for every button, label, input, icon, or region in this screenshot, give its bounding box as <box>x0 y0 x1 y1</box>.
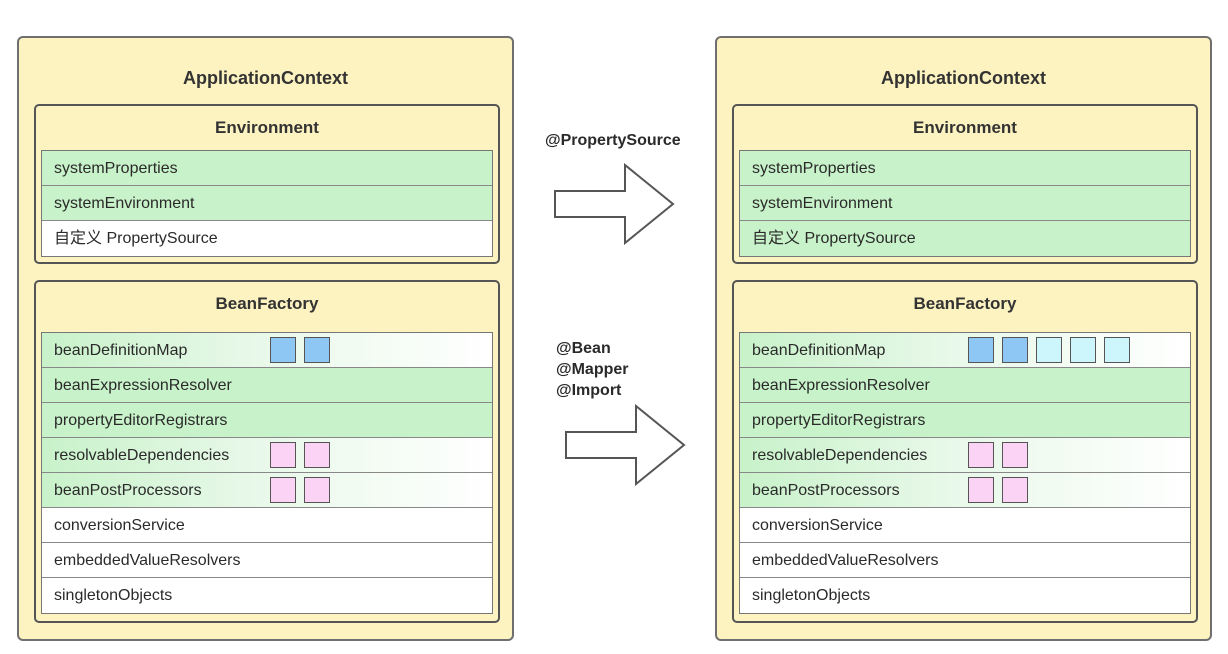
beanfactory-row: beanPostProcessors <box>740 473 1190 508</box>
row-label: systemProperties <box>752 160 876 177</box>
right-application-context: ApplicationContext Environment systemPro… <box>715 36 1212 641</box>
cyan-bean-square <box>1036 337 1062 363</box>
beanfactory-row: beanPostProcessors <box>42 473 492 508</box>
row-label: 自定义 PropertySource <box>54 230 218 247</box>
blue-bean-square <box>968 337 994 363</box>
row-label: systemProperties <box>54 160 178 177</box>
pink-bean-square <box>1002 477 1028 503</box>
row-label: 自定义 PropertySource <box>752 230 916 247</box>
row-label: propertyEditorRegistrars <box>54 412 228 429</box>
beanfactory-title: BeanFactory <box>215 294 319 313</box>
context-title: ApplicationContext <box>183 68 348 88</box>
environment-box: Environment systemProperties systemEnvir… <box>34 104 500 264</box>
annotations-label: @Bean @Mapper @Import <box>556 338 629 401</box>
row-label: resolvableDependencies <box>54 447 230 464</box>
pink-bean-square <box>270 442 296 468</box>
environment-rows: systemProperties systemEnvironment 自定义 P… <box>739 150 1191 257</box>
cyan-bean-square <box>1070 337 1096 363</box>
row-label: beanExpressionResolver <box>54 377 232 394</box>
row-label: beanPostProcessors <box>54 482 202 499</box>
property-source-label: @PropertySource <box>545 132 681 149</box>
pink-bean-square <box>304 477 330 503</box>
import-annotation-label: @Import <box>556 382 622 399</box>
beanfactory-rows: beanDefinitionMap beanExpressionResolver… <box>739 332 1191 614</box>
pink-bean-square <box>270 477 296 503</box>
environment-title: Environment <box>215 118 319 137</box>
context-title: ApplicationContext <box>881 68 1046 88</box>
right-arrow-icon <box>554 163 675 245</box>
row-label: beanPostProcessors <box>752 482 900 499</box>
beanfactory-box: BeanFactory beanDefinitionMap beanExpres… <box>34 280 500 623</box>
chip-group <box>270 442 338 468</box>
beanfactory-row: propertyEditorRegistrars <box>42 403 492 438</box>
beanfactory-row: conversionService <box>740 508 1190 543</box>
row-label: beanDefinitionMap <box>752 342 886 359</box>
environment-row: systemProperties <box>740 151 1190 186</box>
beanfactory-row: resolvableDependencies <box>740 438 1190 473</box>
row-label: conversionService <box>54 517 185 534</box>
environment-row: systemEnvironment <box>740 186 1190 221</box>
beanfactory-row: conversionService <box>42 508 492 543</box>
row-label: conversionService <box>752 517 883 534</box>
beanfactory-row: embeddedValueResolvers <box>42 543 492 578</box>
environment-row: 自定义 PropertySource <box>740 221 1190 256</box>
beanfactory-row: embeddedValueResolvers <box>740 543 1190 578</box>
environment-box: Environment systemProperties systemEnvir… <box>732 104 1198 264</box>
beanfactory-box: BeanFactory beanDefinitionMap beanExpres… <box>732 280 1198 623</box>
environment-title: Environment <box>913 118 1017 137</box>
beanfactory-row: beanExpressionResolver <box>42 368 492 403</box>
pink-bean-square <box>968 477 994 503</box>
mapper-annotation-label: @Mapper <box>556 361 629 378</box>
beanfactory-row: beanExpressionResolver <box>740 368 1190 403</box>
right-arrow-icon <box>565 404 686 486</box>
left-application-context: ApplicationContext Environment systemPro… <box>17 36 514 641</box>
environment-row: systemProperties <box>42 151 492 186</box>
beanfactory-row: propertyEditorRegistrars <box>740 403 1190 438</box>
pink-bean-square <box>1002 442 1028 468</box>
beanfactory-row: resolvableDependencies <box>42 438 492 473</box>
bean-annotation-label: @Bean <box>556 340 611 357</box>
cyan-bean-square <box>1104 337 1130 363</box>
environment-row: 自定义 PropertySource <box>42 221 492 256</box>
chip-group <box>968 477 1036 503</box>
beanfactory-row: beanDefinitionMap <box>740 333 1190 368</box>
row-label: beanDefinitionMap <box>54 342 188 359</box>
row-label: resolvableDependencies <box>752 447 928 464</box>
row-label: embeddedValueResolvers <box>54 552 241 569</box>
beanfactory-row: singletonObjects <box>740 578 1190 613</box>
chip-group <box>270 477 338 503</box>
chip-group <box>968 337 1138 363</box>
row-label: systemEnvironment <box>54 195 195 212</box>
blue-bean-square <box>304 337 330 363</box>
blue-bean-square <box>1002 337 1028 363</box>
row-label: beanExpressionResolver <box>752 377 930 394</box>
beanfactory-rows: beanDefinitionMap beanExpressionResolver… <box>41 332 493 614</box>
pink-bean-square <box>968 442 994 468</box>
environment-row: systemEnvironment <box>42 186 492 221</box>
beanfactory-row: beanDefinitionMap <box>42 333 492 368</box>
beanfactory-row: singletonObjects <box>42 578 492 613</box>
environment-rows: systemProperties systemEnvironment 自定义 P… <box>41 150 493 257</box>
blue-bean-square <box>270 337 296 363</box>
row-label: singletonObjects <box>54 587 173 604</box>
chip-group <box>968 442 1036 468</box>
row-label: systemEnvironment <box>752 195 893 212</box>
row-label: propertyEditorRegistrars <box>752 412 926 429</box>
row-label: embeddedValueResolvers <box>752 552 939 569</box>
row-label: singletonObjects <box>752 587 871 604</box>
beanfactory-title: BeanFactory <box>913 294 1017 313</box>
pink-bean-square <box>304 442 330 468</box>
chip-group <box>270 337 338 363</box>
